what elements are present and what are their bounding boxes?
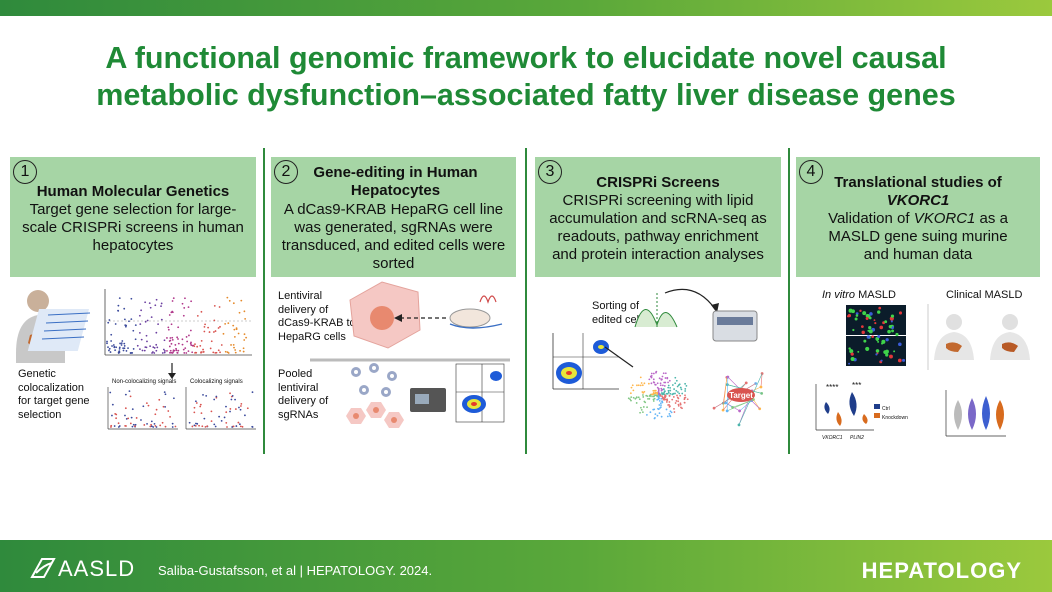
panel-4-body: Validation of VKORC1 as a MASLD gene sui…: [796, 210, 1040, 264]
aasld-logo-icon: [30, 558, 56, 578]
panel-1-body: Target gene selection for large-scale CR…: [22, 201, 244, 254]
panel-1-header: 1 Human Molecular Genetics Target gene s…: [10, 157, 256, 277]
in-vitro-rest: MASLD: [855, 289, 896, 301]
panel-4-title-line1: Translational studies of: [834, 174, 1002, 191]
in-vitro-label: In vitro MASLD: [822, 289, 896, 303]
panel-divider: [525, 148, 527, 454]
panel-3-body: CRISPRi screening with lipid accumulatio…: [549, 192, 767, 263]
title-line-2: metabolic dysfunction–associated fatty l…: [96, 78, 956, 112]
manhattan-plot: [104, 289, 252, 356]
lipid-histogram: [634, 293, 678, 329]
flow-cytometry-plot: [455, 363, 505, 423]
colocalizing-caption: Colocalizing signals: [190, 379, 243, 385]
panel-2-body: A dCas9-KRAB HepaRG cell line was genera…: [281, 201, 506, 272]
clinical-masld-label: Clinical MASLD: [946, 289, 1023, 301]
journal-logo: HEPATOLOGY: [861, 558, 1022, 583]
sgrna-icon: [479, 295, 497, 304]
sig-vkorc1: ****: [826, 383, 839, 392]
legend-knockdown-swatch: [874, 413, 880, 418]
title-line-1: A functional genomic framework to elucid…: [105, 41, 947, 75]
dcas9-krab-protein-icon: [449, 308, 491, 328]
non-colocalizing-caption: Non-colocalizing signals: [112, 379, 177, 385]
sig-plin2: ***: [852, 381, 862, 390]
legend-knockdown: Knockdown: [882, 415, 908, 421]
umap-plot: [627, 370, 689, 420]
panel-2-label-lentiviral: Lentiviral delivery of dCas9-KRAB to Hep…: [278, 290, 356, 343]
footer-banner: [0, 540, 1052, 592]
sequencer-icon: [712, 310, 758, 342]
dna-strand-icon: [449, 323, 503, 329]
panel-1-title: Human Molecular Genetics: [36, 183, 230, 200]
nucleus-icon: [370, 306, 394, 330]
panel-3-header: 3 CRISPRi Screens CRISPRi screening with…: [535, 157, 781, 277]
panel-4-title-gene: VKORC1: [886, 192, 950, 209]
panel-4-body-pre: Validation of: [828, 210, 914, 227]
step-number-3: 3: [538, 160, 562, 184]
panel-3-label: Sorting of edited cells: [592, 300, 648, 326]
panel-2-header: 2 Gene-editing in Human Hepatocytes A dC…: [271, 157, 516, 277]
step-number-2: 2: [274, 160, 298, 184]
legend-ctrl: Ctrl: [882, 406, 890, 412]
person-head-icon: [27, 290, 49, 312]
in-vitro-italic: In vitro: [822, 289, 856, 301]
panel-2-title: Gene-editing in Human Hepatocytes: [313, 164, 478, 199]
legend-ctrl-swatch: [874, 404, 880, 409]
sort-arrow: [664, 288, 716, 310]
panel-1-label: Genetic colocalization for target gene s…: [18, 368, 90, 421]
panel-4-header: 4 Translational studies of VKORC1 Valida…: [796, 157, 1040, 277]
panel-2-illustration: [310, 281, 510, 428]
top-banner: [0, 0, 1052, 16]
cell-sorter-icon: [410, 388, 446, 412]
patient-figure-1: [934, 314, 974, 360]
facs-plot: [552, 333, 619, 390]
microscopy-images: [846, 305, 906, 366]
expression-violin-plot: [945, 390, 1006, 437]
target-label: Target: [729, 391, 753, 400]
target-node: [727, 388, 755, 402]
panel-4-illustration: [815, 304, 1030, 437]
graphical-abstract-title: A functional genomic framework to elucid…: [0, 40, 1052, 114]
knockdown-bar-plot: [815, 384, 880, 431]
delivery-arrow-head: [394, 314, 402, 322]
non-colocalizing-plot: [107, 387, 178, 430]
aasld-logo-text: AASLD: [58, 556, 136, 581]
panel-3-title: CRISPRi Screens: [596, 174, 720, 191]
virus-particles-icon: [346, 363, 404, 428]
umap-arrow: [604, 346, 634, 368]
panel-1-illustration: [16, 289, 256, 430]
step-number-1: 1: [13, 160, 37, 184]
step-number-4: 4: [799, 160, 823, 184]
panel-4-body-gene: VKORC1: [913, 210, 976, 227]
panel-3-illustration: Target: [552, 288, 764, 427]
gene-label-vkorc1: VKORC1: [822, 435, 843, 441]
patient-figure-2: [990, 314, 1030, 360]
gene-label-plin2: PLIN2: [850, 435, 864, 441]
panel-4-body-post: as a MASLD gene suing murine and human d…: [828, 210, 1008, 263]
colocalizing-plot: [185, 387, 256, 430]
arrow-head: [168, 373, 176, 379]
dna-sequence-icon: [27, 309, 91, 351]
panel-divider: [263, 148, 265, 454]
panel-divider: [788, 148, 790, 454]
panel-2-label-pooled: Pooled lentiviral delivery of sgRNAs: [278, 368, 329, 421]
citation: Saliba-Gustafsson, et al | HEPATOLOGY. 2…: [158, 563, 433, 578]
